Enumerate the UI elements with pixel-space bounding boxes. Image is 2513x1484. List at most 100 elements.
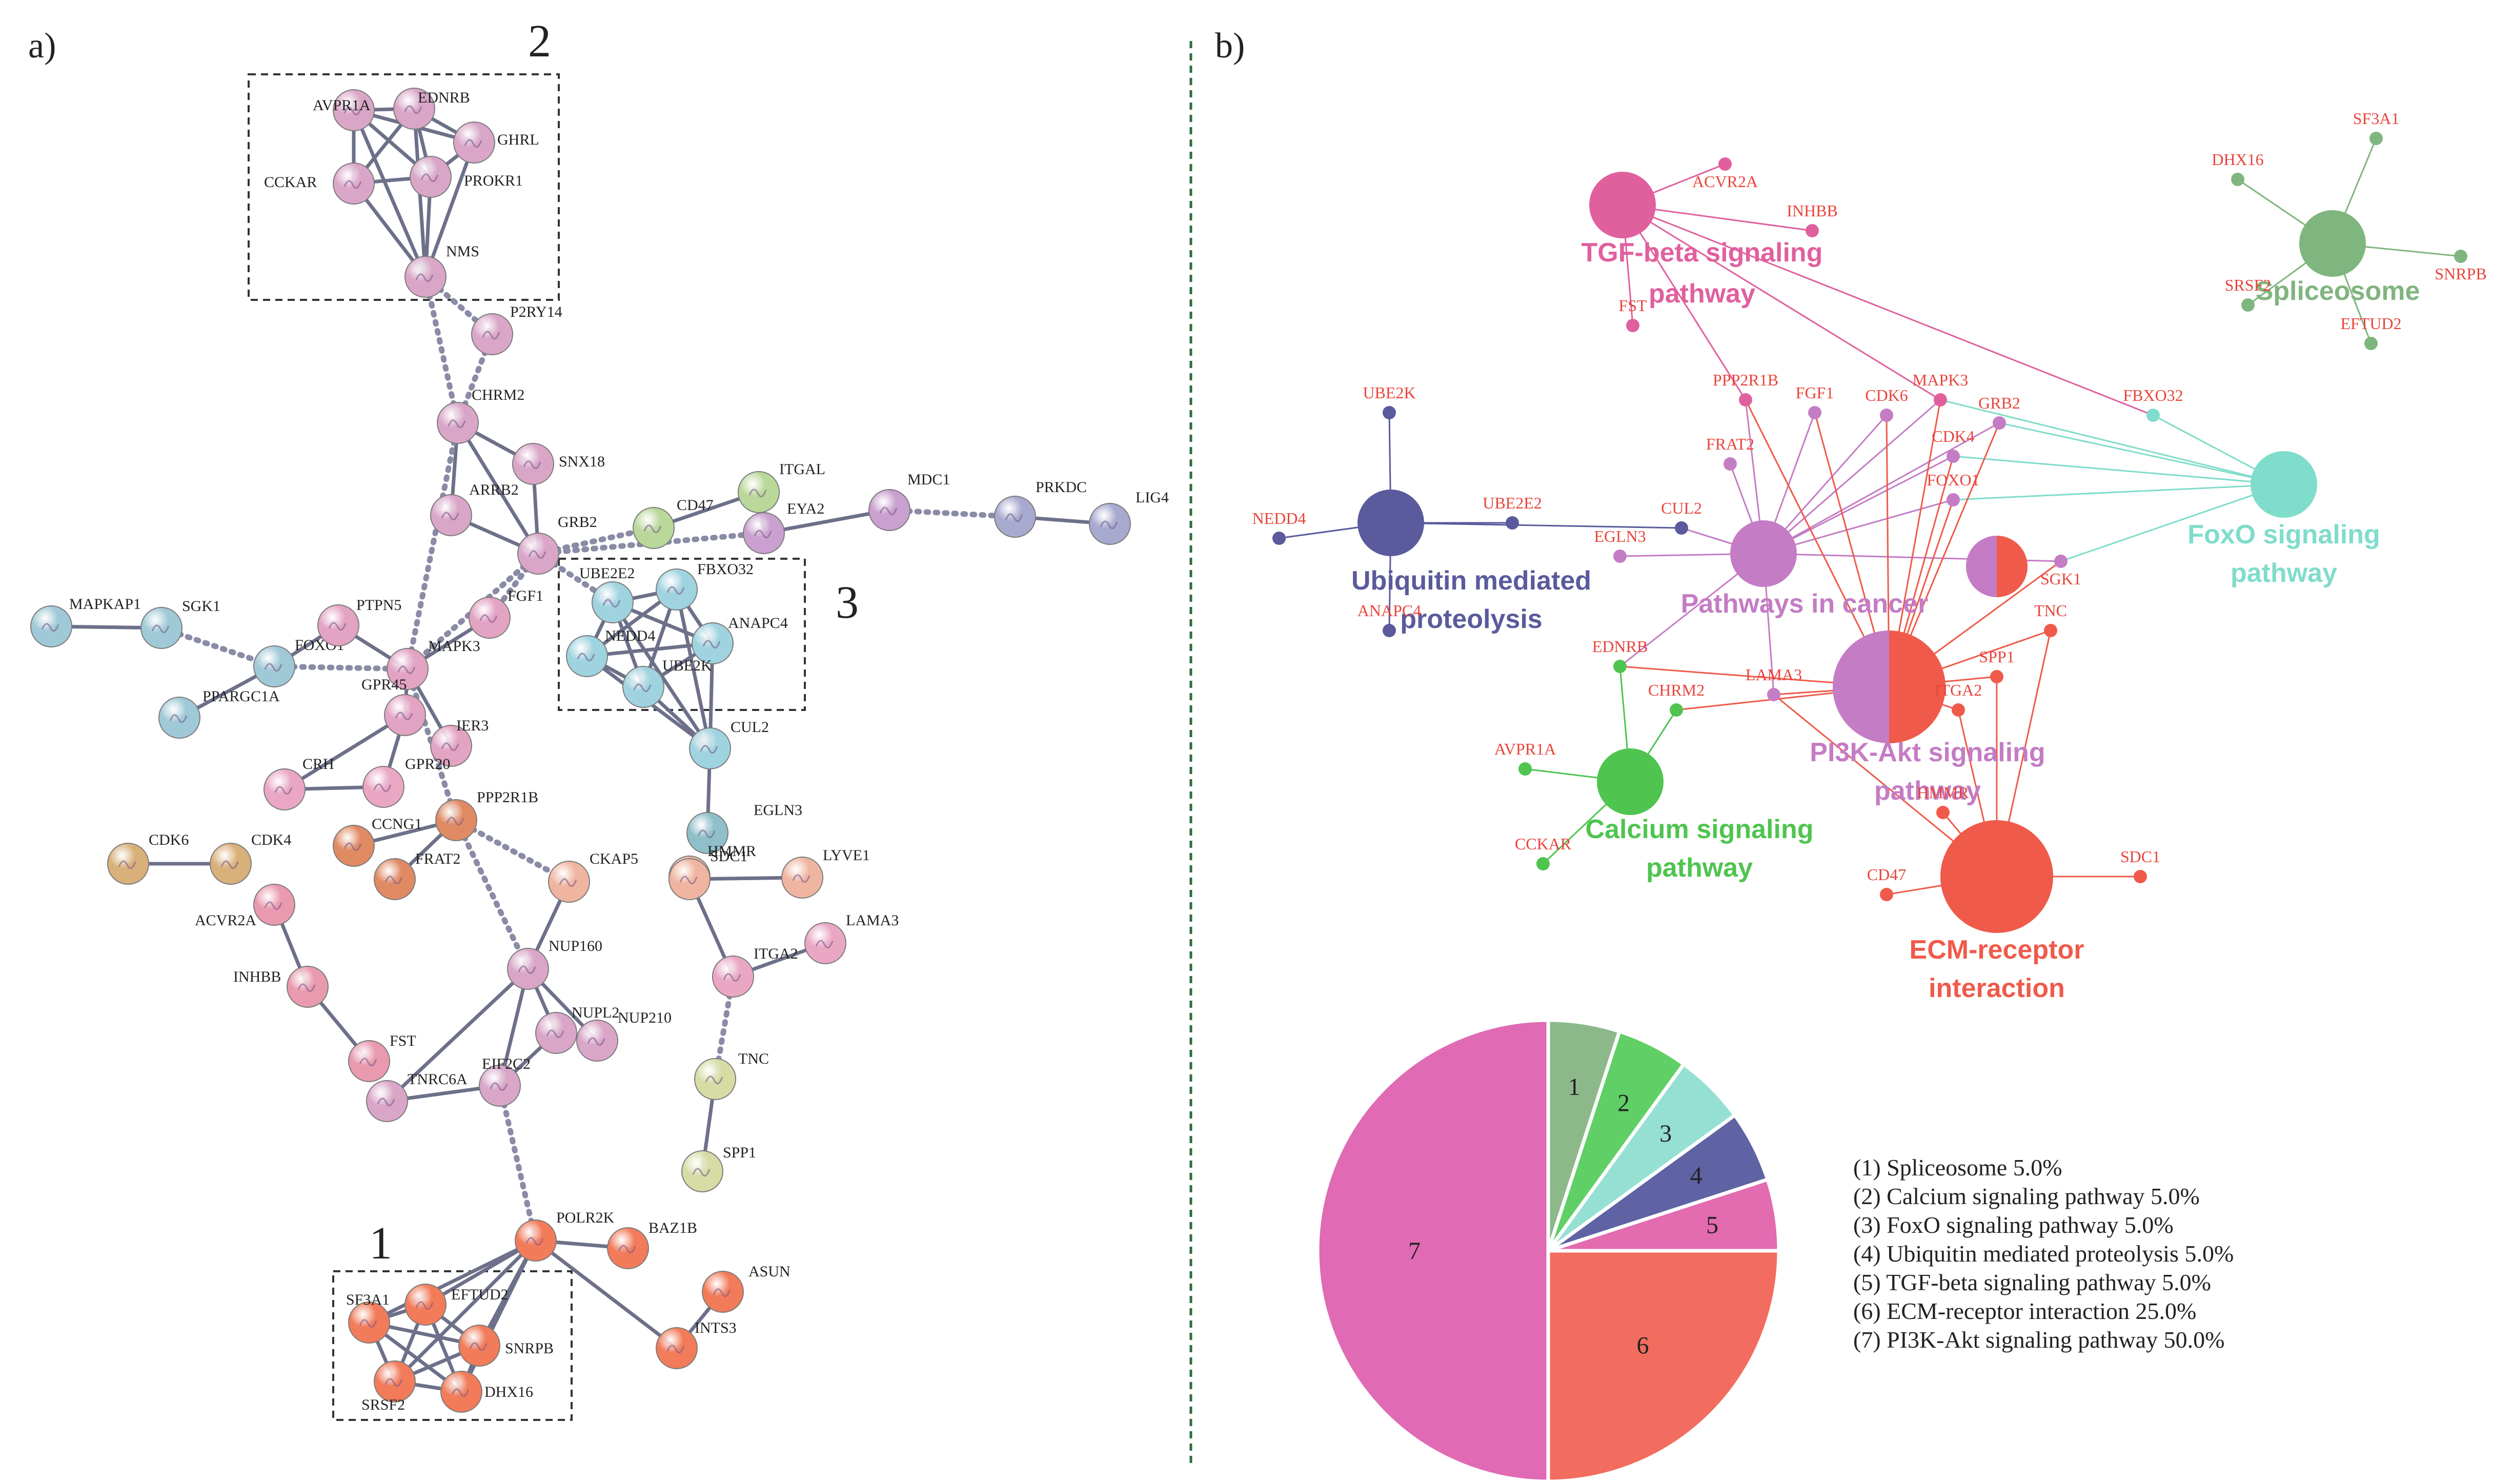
node-glyph-eya2: [754, 530, 772, 539]
node-eya2: [743, 512, 785, 554]
gene-label-acvr2a: ACVR2A: [1692, 172, 1758, 191]
gene-label-foxo1: FOXO1: [1927, 471, 1979, 489]
gene-label-spp1: SPP1: [1979, 647, 2014, 666]
gene-label-itga2: ITGA2: [1935, 681, 1982, 699]
node-label-srsf2: SRSF2: [361, 1396, 405, 1413]
node-spp1: [681, 1150, 723, 1192]
pathway-node-tgf: [1589, 172, 1656, 238]
node-glyph-prokr1: [420, 173, 439, 182]
gene-label-cd47: CD47: [1867, 865, 1906, 884]
pathway-label-spl-1: Spliceosome: [2256, 276, 2420, 306]
node-glyph-egln3: [697, 829, 716, 839]
node-crh: [264, 768, 306, 810]
node-glyph-ghrl: [464, 139, 482, 148]
node-label-gpr20: GPR20: [405, 756, 450, 773]
node-glyph-fst: [359, 1058, 377, 1067]
node-label-ptpn5: PTPN5: [356, 597, 401, 614]
node-label-ube2e2: UBE2E2: [579, 565, 635, 582]
node-label-itga2: ITGA2: [754, 945, 798, 962]
gene-label-fst: FST: [1618, 296, 1647, 315]
node-dhx16: [440, 1371, 482, 1413]
edge-ppp2r1b-ckap5: [453, 817, 572, 885]
edge-foxo-sgk1: [2060, 483, 2284, 562]
gene-label-ppp2r1b: PPP2R1B: [1713, 371, 1778, 389]
node-gpr45: [384, 694, 426, 736]
node-glyph-ccng1: [343, 842, 362, 851]
node-eif2c2: [479, 1065, 521, 1107]
node-glyph-ckap5: [559, 878, 577, 887]
pie-slice-6: [1546, 1249, 1781, 1483]
gene-node-fgf1: [1808, 406, 1821, 419]
node-glyph-arrb2: [441, 512, 459, 521]
node-fbxo32: [656, 568, 698, 611]
node-frat2: [374, 858, 416, 900]
edge-cancer-mapk3: [1763, 399, 1941, 555]
node-glyph-grb2: [528, 550, 546, 559]
pathway-label-foxo-2: pathway: [2231, 558, 2337, 588]
node-label-snx18: SNX18: [559, 453, 605, 470]
edge-tgf-mapk3: [1622, 204, 1941, 401]
node-label-prokr1: PROKR1: [464, 172, 523, 189]
pathway-node-sgk1-split-right: [1997, 536, 2028, 597]
legend-item-1: (1) Spliceosome 5.0%: [1853, 1154, 2062, 1181]
panel-b-label: b): [1215, 26, 1245, 66]
node-glyph-spp1: [692, 1168, 711, 1177]
node-label-eftud2: EFTUD2: [451, 1286, 509, 1303]
pathway-label-ubi-2: proteolysis: [1400, 604, 1542, 634]
node-label-nup160: NUP160: [549, 938, 602, 954]
pie-legend: (1) Spliceosome 5.0% (2) Calcium signali…: [1853, 1153, 2234, 1354]
node-snx18: [512, 443, 554, 485]
gene-node-spp1: [1990, 670, 2003, 683]
node-glyph-cdk4: [220, 860, 239, 869]
node-ghrl: [453, 121, 495, 164]
node-glyph-asun: [713, 1288, 731, 1297]
edge-nup160-tnrc6a: [386, 967, 530, 1103]
gene-node-avpr1a: [1518, 762, 1532, 776]
gene-node-sgk1: [2054, 555, 2068, 568]
node-eftud2: [404, 1284, 447, 1326]
gene-node-cul2: [1675, 521, 1688, 535]
node-label-ier3: IER3: [456, 717, 489, 734]
node-label-ppargc1a: PPARGC1A: [202, 688, 280, 705]
node-lig4: [1089, 503, 1131, 545]
pathway-node-sgk1-split-left: [1966, 536, 1997, 597]
node-ppp2r1b: [435, 799, 477, 841]
node-label-sgk1: SGK1: [182, 598, 220, 615]
node-glyph-p2ry14: [482, 331, 500, 340]
gene-node-hmmr: [1936, 806, 1950, 819]
node-label-baz1b: BAZ1B: [648, 1219, 697, 1236]
node-p2ry14: [471, 313, 513, 355]
node-glyph-ednrb: [404, 105, 422, 114]
node-label-sf3a1: SF3A1: [346, 1291, 390, 1308]
node-fgf1: [469, 597, 511, 639]
node-itga2: [712, 956, 754, 998]
edge-polr2k-eftud2: [424, 1238, 537, 1307]
node-prokr1: [410, 156, 452, 198]
node-nupl2: [535, 1012, 577, 1054]
node-ube2k: [622, 666, 664, 708]
pathway-node-ubi: [1357, 490, 1424, 556]
node-glyph-ube2e2: [602, 599, 621, 608]
node-label-mdc1: MDC1: [907, 471, 950, 488]
node-label-fst: FST: [390, 1032, 416, 1049]
gene-node-cd47: [1880, 888, 1893, 901]
node-glyph-sdc1: [679, 876, 698, 885]
gene-label-hmmr: HMMR: [1917, 783, 1969, 802]
cluster-label-3: 3: [836, 577, 859, 628]
node-ccng1: [333, 825, 375, 867]
node-glyph-avpr1a: [343, 107, 362, 116]
pie-slice-label-4: 4: [1690, 1162, 1703, 1189]
gene-node-srsf2: [2241, 298, 2255, 312]
gene-node-fst: [1626, 319, 1639, 332]
edge-mapk3-ppp2r1b: [404, 666, 459, 823]
gene-label-sgk1: SGK1: [2040, 570, 2081, 588]
node-lama3: [804, 922, 846, 964]
legend-item-4: (4) Ubiquitin mediated proteolysis 5.0%: [1853, 1241, 2234, 1267]
node-glyph-acvr2a: [264, 901, 282, 910]
edge-foxo-cdk4: [1953, 455, 2284, 485]
node-label-anapc4: ANAPC4: [728, 615, 788, 632]
node-glyph-nupl2: [546, 1029, 564, 1039]
node-label-ube2k: UBE2K: [662, 657, 712, 674]
